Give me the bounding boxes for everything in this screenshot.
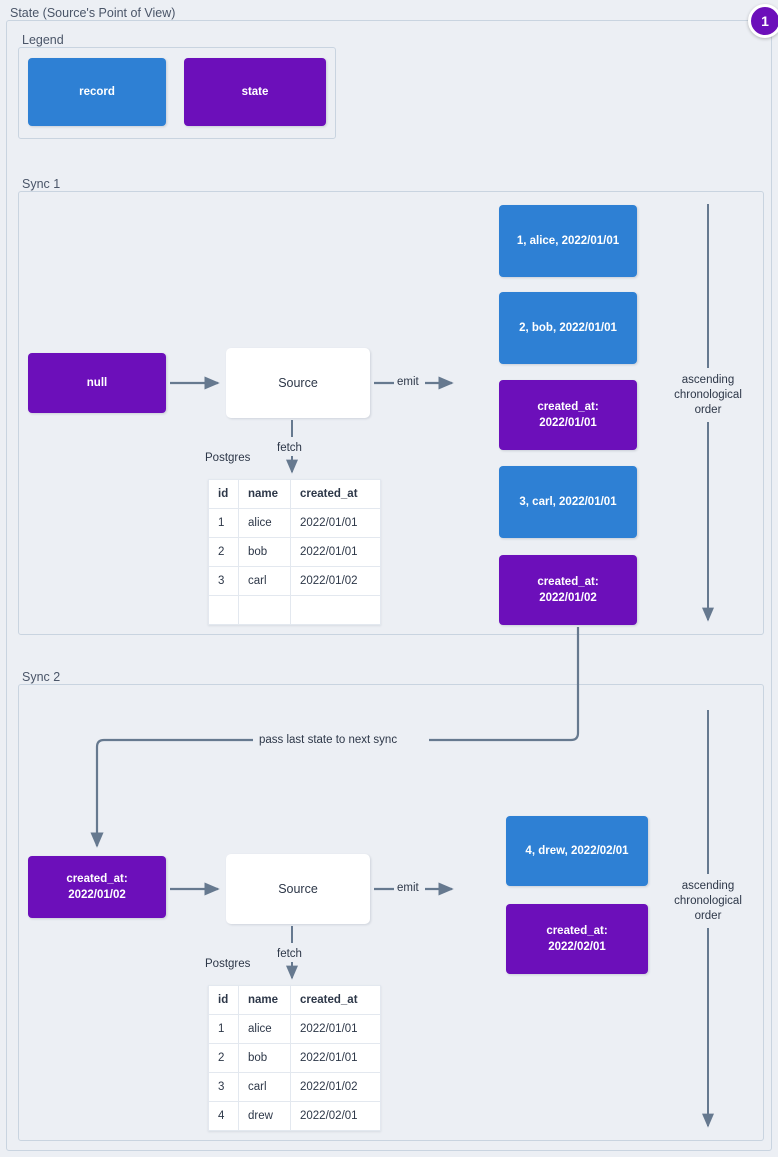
cell-created-at: 2022/02/01 [290, 1101, 381, 1131]
cell-name: bob [238, 537, 291, 567]
cell-name: alice [238, 1014, 291, 1044]
sync2-label: Sync 2 [18, 670, 65, 684]
cell-name: carl [238, 1072, 291, 1102]
cell-created-at: 2022/01/01 [290, 537, 381, 567]
cell-created-at: 2022/01/02 [290, 566, 381, 596]
cell-id: 2 [208, 537, 239, 567]
sync1-emitted-state-1: created_at: 2022/01/01 [499, 380, 637, 450]
sync2-emitted-state-1: created_at: 2022/02/01 [506, 904, 648, 974]
sync1-db-label: Postgres [205, 452, 251, 464]
sync2-db-label: Postgres [205, 958, 251, 970]
sync1-frame [18, 191, 764, 635]
sync1-input-state: null [28, 353, 166, 413]
cell-name: drew [238, 1101, 291, 1131]
legend-swatch-state: state [184, 58, 326, 126]
sync2-emitted-record-1: 4, drew, 2022/02/01 [506, 816, 648, 886]
legend-swatch-record: record [28, 58, 166, 126]
column-header-id: id [208, 985, 239, 1015]
table-header-row: id name created_at [208, 479, 381, 509]
sync2-emit-label: emit [397, 882, 419, 894]
column-header-created-at: created_at [290, 479, 381, 509]
sync1-emitted-record-3: 3, carl, 2022/01/01 [499, 466, 637, 538]
cell-name [238, 595, 291, 625]
table-row: 3 carl 2022/01/02 [208, 566, 381, 596]
sync1-emitted-record-1: 1, alice, 2022/01/01 [499, 205, 637, 277]
cell-id: 4 [208, 1101, 239, 1131]
legend-label: Legend [18, 33, 68, 47]
sync1-label: Sync 1 [18, 177, 65, 191]
sync1-fetch-label: fetch [277, 442, 302, 454]
cell-created-at: 2022/01/02 [290, 1072, 381, 1102]
column-header-created-at: created_at [290, 985, 381, 1015]
column-header-name: name [238, 479, 291, 509]
sync1-source-node: Source [226, 348, 370, 418]
sync1-emitted-record-2: 2, bob, 2022/01/01 [499, 292, 637, 364]
pass-state-label: pass last state to next sync [259, 734, 398, 746]
table-row: 3 carl 2022/01/02 [208, 1072, 381, 1102]
table-row-empty [208, 595, 381, 625]
cell-created-at: 2022/01/01 [290, 1014, 381, 1044]
cell-id: 1 [208, 508, 239, 538]
sync1-emitted-state-2: created_at: 2022/01/02 [499, 555, 637, 625]
table-row: 1 alice 2022/01/01 [208, 1014, 381, 1044]
sync2-source-node: Source [226, 854, 370, 924]
diagram-title: State (Source's Point of View) [6, 6, 180, 20]
table-row: 1 alice 2022/01/01 [208, 508, 381, 538]
sync1-order-note: ascending chronological order [674, 374, 742, 416]
cell-id: 2 [208, 1043, 239, 1073]
step-badge: 1 [748, 4, 778, 38]
cell-id [208, 595, 239, 625]
cell-name: bob [238, 1043, 291, 1073]
table-row: 4 drew 2022/02/01 [208, 1101, 381, 1131]
sync2-input-state: created_at: 2022/01/02 [28, 856, 166, 918]
cell-name: carl [238, 566, 291, 596]
sync1-emit-label: emit [397, 376, 419, 388]
column-header-id: id [208, 479, 239, 509]
table-row: 2 bob 2022/01/01 [208, 537, 381, 567]
cell-id: 3 [208, 1072, 239, 1102]
cell-id: 3 [208, 566, 239, 596]
table-header-row: id name created_at [208, 985, 381, 1015]
sync2-postgres-table: id name created_at 1 alice 2022/01/01 2 … [208, 985, 381, 1131]
sync2-fetch-label: fetch [277, 948, 302, 960]
cell-id: 1 [208, 1014, 239, 1044]
column-header-name: name [238, 985, 291, 1015]
cell-created-at: 2022/01/01 [290, 1043, 381, 1073]
cell-created-at: 2022/01/01 [290, 508, 381, 538]
sync1-postgres-table: id name created_at 1 alice 2022/01/01 2 … [208, 479, 381, 625]
cell-name: alice [238, 508, 291, 538]
table-row: 2 bob 2022/01/01 [208, 1043, 381, 1073]
cell-created-at [290, 595, 381, 625]
sync2-order-note: ascending chronological order [674, 880, 742, 922]
